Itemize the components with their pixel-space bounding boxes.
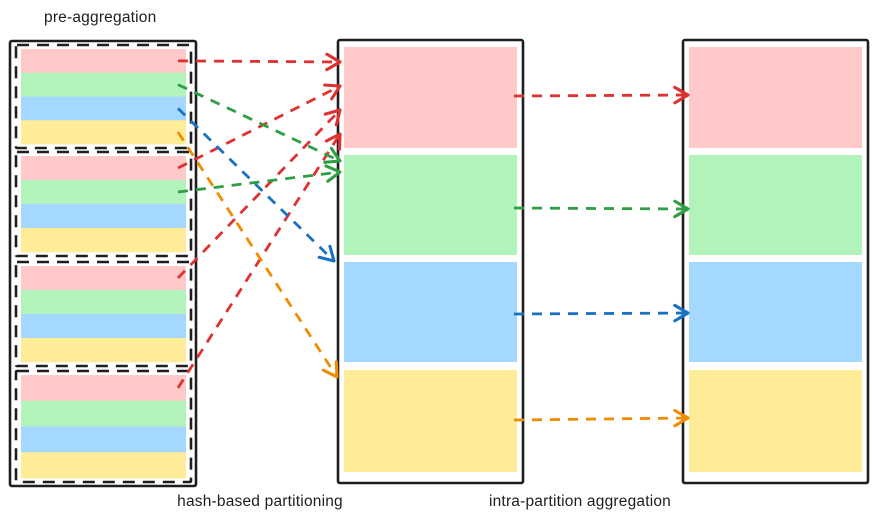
chunk-2-box: [14, 150, 193, 258]
shuffle-arrow-orange-chunk1: [176, 131, 339, 379]
intra-partition-aggregation-box: [681, 38, 870, 485]
chunk-1-box: [14, 43, 193, 150]
intra-partition-aggregation-label: intra-partition aggregation: [488, 493, 672, 510]
hash-partitioning-label: hash-based partitioning: [177, 493, 343, 510]
chunk-3-row-yellow: [21, 338, 186, 363]
hash-partition-yellow: [344, 370, 517, 472]
chunk-4-row-blue: [21, 426, 186, 453]
chunk-3-row-green: [21, 290, 186, 315]
chunk-2-row-blue: [21, 204, 186, 229]
result-partition-yellow: [689, 370, 862, 472]
result-partition-pink: [689, 47, 862, 148]
shuffle-arrow-red-chunk2: [177, 83, 342, 170]
chunk-4-row-yellow: [21, 452, 186, 479]
chunk-3-row-pink: [21, 266, 186, 291]
aggregation-arrow-pink: [513, 85, 690, 105]
shuffle-arrow-red-chunk3: [176, 108, 342, 279]
chunk-3-row-blue: [21, 314, 186, 339]
chunk-4-row-pink: [21, 375, 186, 402]
chunk-1-row-blue: [21, 96, 186, 121]
shuffle-arrow-red-chunk1: [177, 52, 342, 72]
shuffle-arrow-green-chunk1: [177, 83, 342, 164]
chunk-4-box: [14, 369, 193, 484]
pre-aggregation-box: [8, 39, 198, 488]
pre-aggregation-label: pre-aggregation: [44, 9, 157, 26]
result-partition-green: [689, 155, 862, 255]
shuffle-arrow-green-chunk2: [177, 164, 342, 194]
result-partition-blue: [689, 262, 862, 362]
shuffle-arrow-blue-chunk1: [177, 107, 336, 263]
chunk-2-row-pink: [21, 156, 186, 181]
aggregation-arrow-yellow: [513, 408, 690, 428]
chunk-2-row-yellow: [21, 228, 186, 253]
aggregation-arrow-blue: [513, 303, 690, 323]
chunk-4-row-green: [21, 400, 186, 427]
hash-partitioning-box: [336, 38, 525, 485]
chunk-1-row-pink: [21, 49, 186, 74]
chunk-3-box: [14, 260, 193, 368]
hash-partition-blue: [344, 262, 517, 362]
chunk-1-row-yellow: [21, 120, 186, 145]
chunk-1-row-green: [21, 72, 186, 97]
chunk-2-row-green: [21, 180, 186, 205]
hash-partition-pink: [344, 47, 517, 148]
aggregation-arrow-green: [513, 199, 690, 219]
shuffle-arrow-red-chunk4: [176, 132, 342, 389]
hash-partition-green: [344, 155, 517, 255]
